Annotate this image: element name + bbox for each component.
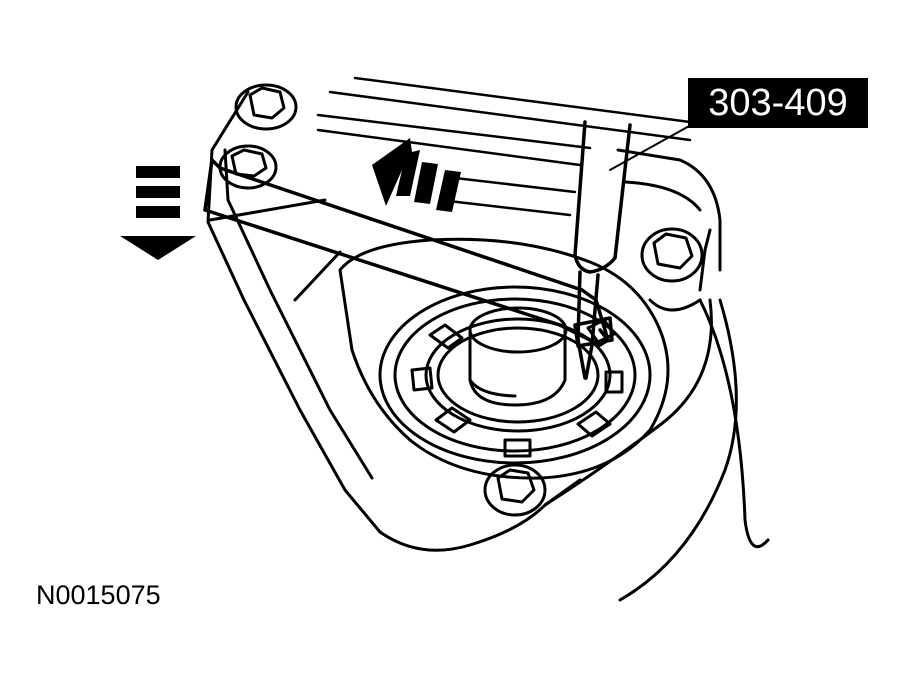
housing-ridges [316,76,692,217]
bolt-mid-left [218,144,278,190]
bolt-top-left [234,83,298,131]
press-down-arrow [120,166,196,260]
pry-left-arrow [372,138,461,212]
bolt-right [640,227,704,283]
output-shaft [468,306,568,407]
figure-id: N0015075 [36,580,161,610]
seal-remover-tool [573,120,632,380]
tool-number-label: 303-409 [688,78,868,128]
oil-seal [378,285,652,465]
tool-leader-line [609,119,701,171]
seal-boss [338,237,670,480]
housing-outline [206,90,770,602]
bolt-bottom [483,463,547,517]
